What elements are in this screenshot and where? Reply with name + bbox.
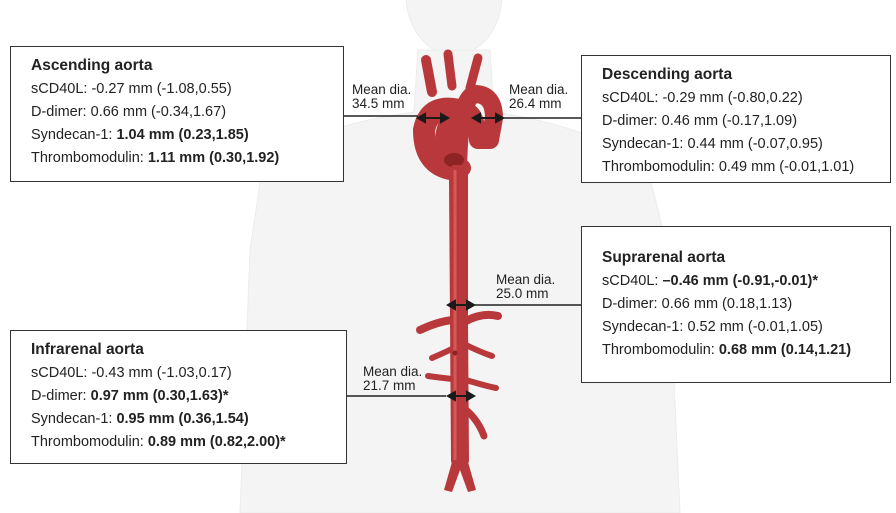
mean-dia-text: Mean dia. — [363, 365, 422, 379]
marker-label: Thrombomodulin: — [31, 434, 148, 450]
marker-label: sCD40L: — [602, 273, 662, 289]
marker-value: 0.89 mm (0.82,2.00)* — [148, 434, 286, 450]
marker-label: sCD40L: — [31, 365, 91, 381]
marker-row: D-dimer: 0.46 mm (-0.17,1.09) — [602, 110, 890, 133]
box-title: Descending aorta — [602, 64, 890, 86]
marker-label: sCD40L: — [31, 81, 91, 97]
marker-row: Thrombomodulin: 0.89 mm (0.82,2.00)* — [31, 431, 346, 454]
marker-value: 0.66 mm (0.18,1.13) — [662, 296, 793, 312]
marker-value: 0.95 mm (0.36,1.54) — [116, 411, 248, 427]
infrarenal-aorta-box: Infrarenal aorta sCD40L: -0.43 mm (-1.03… — [10, 330, 347, 464]
marker-value: 0.46 mm (-0.17,1.09) — [662, 113, 797, 129]
marker-row: D-dimer: 0.97 mm (0.30,1.63)* — [31, 385, 346, 408]
descending-aorta-box: Descending aorta sCD40L: -0.29 mm (-0.80… — [581, 55, 891, 183]
marker-value: -0.29 mm (-0.80,0.22) — [662, 90, 802, 106]
ascending-diameter-value: 34.5 mm — [352, 97, 411, 111]
marker-row: sCD40L: -0.27 mm (-1.08,0.55) — [31, 78, 343, 101]
marker-label: D-dimer: — [31, 104, 91, 120]
box-title: Ascending aorta — [31, 55, 343, 77]
marker-value: –0.46 mm (-0.91,-0.01)* — [662, 273, 818, 289]
marker-row: Thrombomodulin: 0.49 mm (-0.01,1.01) — [602, 156, 890, 179]
descending-diameter-label: Mean dia. 26.4 mm — [509, 83, 568, 111]
suprarenal-diameter-label: Mean dia. 25.0 mm — [496, 273, 555, 301]
mean-dia-text: Mean dia. — [352, 83, 411, 97]
suprarenal-diameter-value: 25.0 mm — [496, 287, 555, 301]
marker-value: 1.11 mm (0.30,1.92) — [148, 150, 279, 166]
marker-label: D-dimer: — [602, 296, 662, 312]
marker-label: Syndecan-1: — [31, 411, 116, 427]
marker-value: -0.43 mm (-1.03,0.17) — [91, 365, 231, 381]
marker-row: D-dimer: 0.66 mm (0.18,1.13) — [602, 293, 890, 316]
mean-dia-text: Mean dia. — [496, 273, 555, 287]
marker-value: 0.44 mm (-0.07,0.95) — [687, 136, 822, 152]
marker-value: 0.49 mm (-0.01,1.01) — [719, 159, 854, 175]
marker-row: Syndecan-1: 1.04 mm (0.23,1.85) — [31, 124, 343, 147]
marker-row: sCD40L: -0.43 mm (-1.03,0.17) — [31, 362, 346, 385]
marker-value: 0.68 mm (0.14,1.21) — [719, 342, 851, 358]
marker-row: Syndecan-1: 0.44 mm (-0.07,0.95) — [602, 133, 890, 156]
box-title: Infrarenal aorta — [31, 339, 346, 361]
marker-label: Syndecan-1: — [602, 319, 687, 335]
marker-label: Syndecan-1: — [31, 127, 116, 143]
marker-value: 0.52 mm (-0.01,1.05) — [687, 319, 822, 335]
marker-row: Thrombomodulin: 0.68 mm (0.14,1.21) — [602, 339, 890, 362]
marker-row: Syndecan-1: 0.95 mm (0.36,1.54) — [31, 408, 346, 431]
marker-label: Thrombomodulin: — [602, 342, 719, 358]
marker-row: D-dimer: 0.66 mm (-0.34,1.67) — [31, 101, 343, 124]
descending-diameter-value: 26.4 mm — [509, 97, 568, 111]
suprarenal-aorta-box: Suprarenal aorta sCD40L: –0.46 mm (-0.91… — [581, 226, 891, 383]
marker-label: D-dimer: — [31, 388, 91, 404]
marker-row: Thrombomodulin: 1.11 mm (0.30,1.92) — [31, 147, 343, 170]
infrarenal-diameter-label: Mean dia. 21.7 mm — [363, 365, 422, 393]
marker-label: Thrombomodulin: — [31, 150, 148, 166]
marker-row: sCD40L: -0.29 mm (-0.80,0.22) — [602, 87, 890, 110]
marker-label: D-dimer: — [602, 113, 662, 129]
marker-label: Thrombomodulin: — [602, 159, 719, 175]
marker-label: Syndecan-1: — [602, 136, 687, 152]
marker-label: sCD40L: — [602, 90, 662, 106]
marker-value: 0.97 mm (0.30,1.63)* — [91, 388, 229, 404]
marker-value: -0.27 mm (-1.08,0.55) — [91, 81, 231, 97]
marker-row: sCD40L: –0.46 mm (-0.91,-0.01)* — [602, 270, 890, 293]
marker-value: 0.66 mm (-0.34,1.67) — [91, 104, 226, 120]
marker-value: 1.04 mm (0.23,1.85) — [116, 127, 248, 143]
ascending-diameter-label: Mean dia. 34.5 mm — [352, 83, 411, 111]
marker-row: Syndecan-1: 0.52 mm (-0.01,1.05) — [602, 316, 890, 339]
box-title: Suprarenal aorta — [602, 247, 890, 269]
infrarenal-diameter-value: 21.7 mm — [363, 379, 422, 393]
ascending-aorta-box: Ascending aorta sCD40L: -0.27 mm (-1.08,… — [10, 46, 344, 182]
mean-dia-text: Mean dia. — [509, 83, 568, 97]
